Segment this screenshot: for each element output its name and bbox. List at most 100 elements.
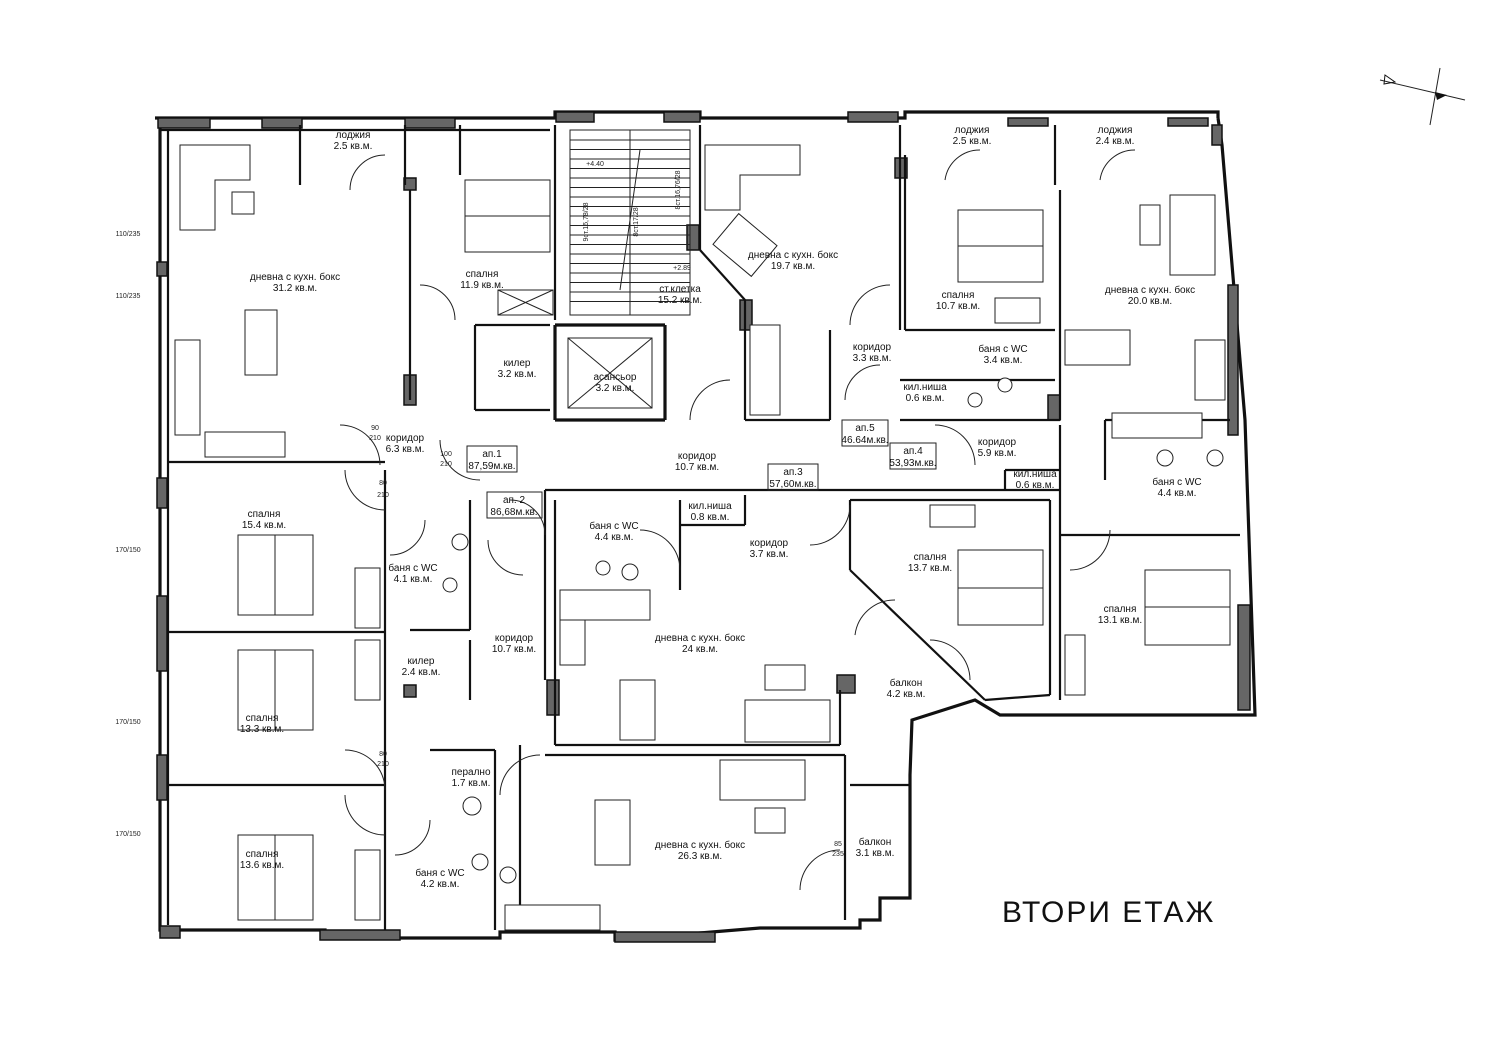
room-area: 2.4 кв.м. [402, 667, 441, 678]
room-area: 3.1 кв.м. [856, 848, 895, 859]
room-area: 1.7 кв.м. [452, 778, 491, 789]
room-name: дневна с кухн. бокс [655, 839, 745, 851]
apartment-2: ап. 2 86,68м.кв. [486, 491, 543, 519]
level-top: +4.40 [586, 161, 604, 168]
apartment-3: ап.3 57,60м.кв. [767, 463, 819, 491]
apartment-area: 87,59м.кв. [468, 461, 515, 472]
room-name: лоджия [336, 130, 371, 141]
room-area: 13.3 кв.м. [240, 724, 284, 735]
room-area: 2.5 кв.м. [334, 141, 373, 152]
room-name: лоджия [1098, 125, 1133, 136]
room-label: баня с WC4.2 кв.м. [415, 867, 464, 890]
room-name: асансьор [594, 372, 637, 383]
room-name: дневна с кухн. бокс [1105, 284, 1195, 296]
dim-label: 235 [832, 851, 844, 858]
room-name: ст.клетка [659, 284, 701, 295]
room-area: 13.6 кв.м. [240, 860, 284, 871]
room-area: 15.2 кв.м. [658, 295, 702, 306]
room-area: 3.7 кв.м. [750, 549, 789, 560]
apartment-4: ап.4 53,93м.кв. [889, 442, 937, 470]
room-name: спалня [1104, 604, 1137, 615]
room-label: баня с WC4.4 кв.м. [589, 520, 638, 543]
apartment-area: 86,68м.кв. [490, 507, 537, 518]
elevator [567, 337, 653, 409]
room-name: баня с WC [978, 343, 1027, 355]
room-name: балкон [890, 677, 922, 689]
dim-label: 110/235 [116, 293, 141, 300]
stair-label-mid: 8ст.17/28 [633, 207, 640, 236]
room-area: 19.7 кв.м. [771, 261, 815, 272]
room-name: килер [408, 656, 435, 667]
dim-label: 170/150 [115, 719, 140, 726]
apartment-name: ап.5 [855, 423, 875, 434]
room-name: баня с WC [589, 520, 638, 532]
dim-label: 100 [440, 451, 452, 458]
apartment-name: ап.3 [783, 467, 803, 478]
dim-label: 90 [371, 425, 379, 432]
room-area: 0.6 кв.м. [906, 393, 945, 404]
dim-label: 80 [379, 751, 387, 758]
room-area: 3.4 кв.м. [984, 355, 1023, 366]
room-area: 2.4 кв.м. [1096, 136, 1135, 147]
room-area: 4.4 кв.м. [1158, 488, 1197, 499]
dimension-labels: 110/235 110/235 170/150 170/150 170/150 … [115, 231, 844, 858]
room-name: коридор [750, 538, 789, 549]
room-name: килер [504, 358, 531, 369]
room-area: 13.1 кв.м. [1098, 615, 1142, 626]
room-name: перално [451, 767, 490, 778]
room-name: спалня [466, 269, 499, 280]
room-area: 10.7 кв.м. [492, 644, 536, 655]
room-name: баня с WC [415, 867, 464, 879]
room-area: 2.5 кв.м. [953, 136, 992, 147]
room-name: спалня [246, 849, 279, 860]
room-name: лоджия [955, 125, 990, 136]
room-area: 4.1 кв.м. [394, 574, 433, 585]
room-name: кил.ниша [688, 501, 732, 512]
room-name: коридор [678, 451, 717, 462]
dim-label: 210 [377, 761, 389, 768]
furniture [174, 144, 1231, 931]
room-name: баня с WC [388, 562, 437, 574]
apartment-1: ап.1 87,59м.кв. [466, 445, 518, 473]
dim-label: 170/150 [115, 831, 140, 838]
room-name: дневна с кухн. бокс [655, 632, 745, 644]
room-area: 26.3 кв.м. [678, 851, 722, 862]
room-name: коридор [978, 437, 1017, 448]
room-area: 31.2 кв.м. [273, 283, 317, 294]
room-area: 13.7 кв.м. [908, 563, 952, 574]
room-name: спалня [942, 290, 975, 301]
apartment-area: 57,60м.кв. [769, 479, 816, 490]
apartment-area: 46.64м.кв. [841, 435, 888, 446]
apartment-5: ап.5 46.64м.кв. [841, 419, 889, 447]
apartment-name: ап.1 [482, 449, 502, 460]
room-area: 6.3 кв.м. [386, 444, 425, 455]
stair-label-left: 9ст.16,78/28 [583, 202, 590, 241]
room-name: баня с WC [1152, 476, 1201, 488]
room-area: 3.2 кв.м. [596, 383, 635, 394]
stair-label-right: 8ст.16,76/28 [675, 170, 682, 209]
room-name: коридор [495, 633, 534, 644]
room-name: коридор [853, 342, 892, 353]
room-area: 4.4 кв.м. [595, 532, 634, 543]
room-area: 24 кв.м. [682, 644, 718, 655]
level-bottom: +2.89 [673, 265, 691, 272]
